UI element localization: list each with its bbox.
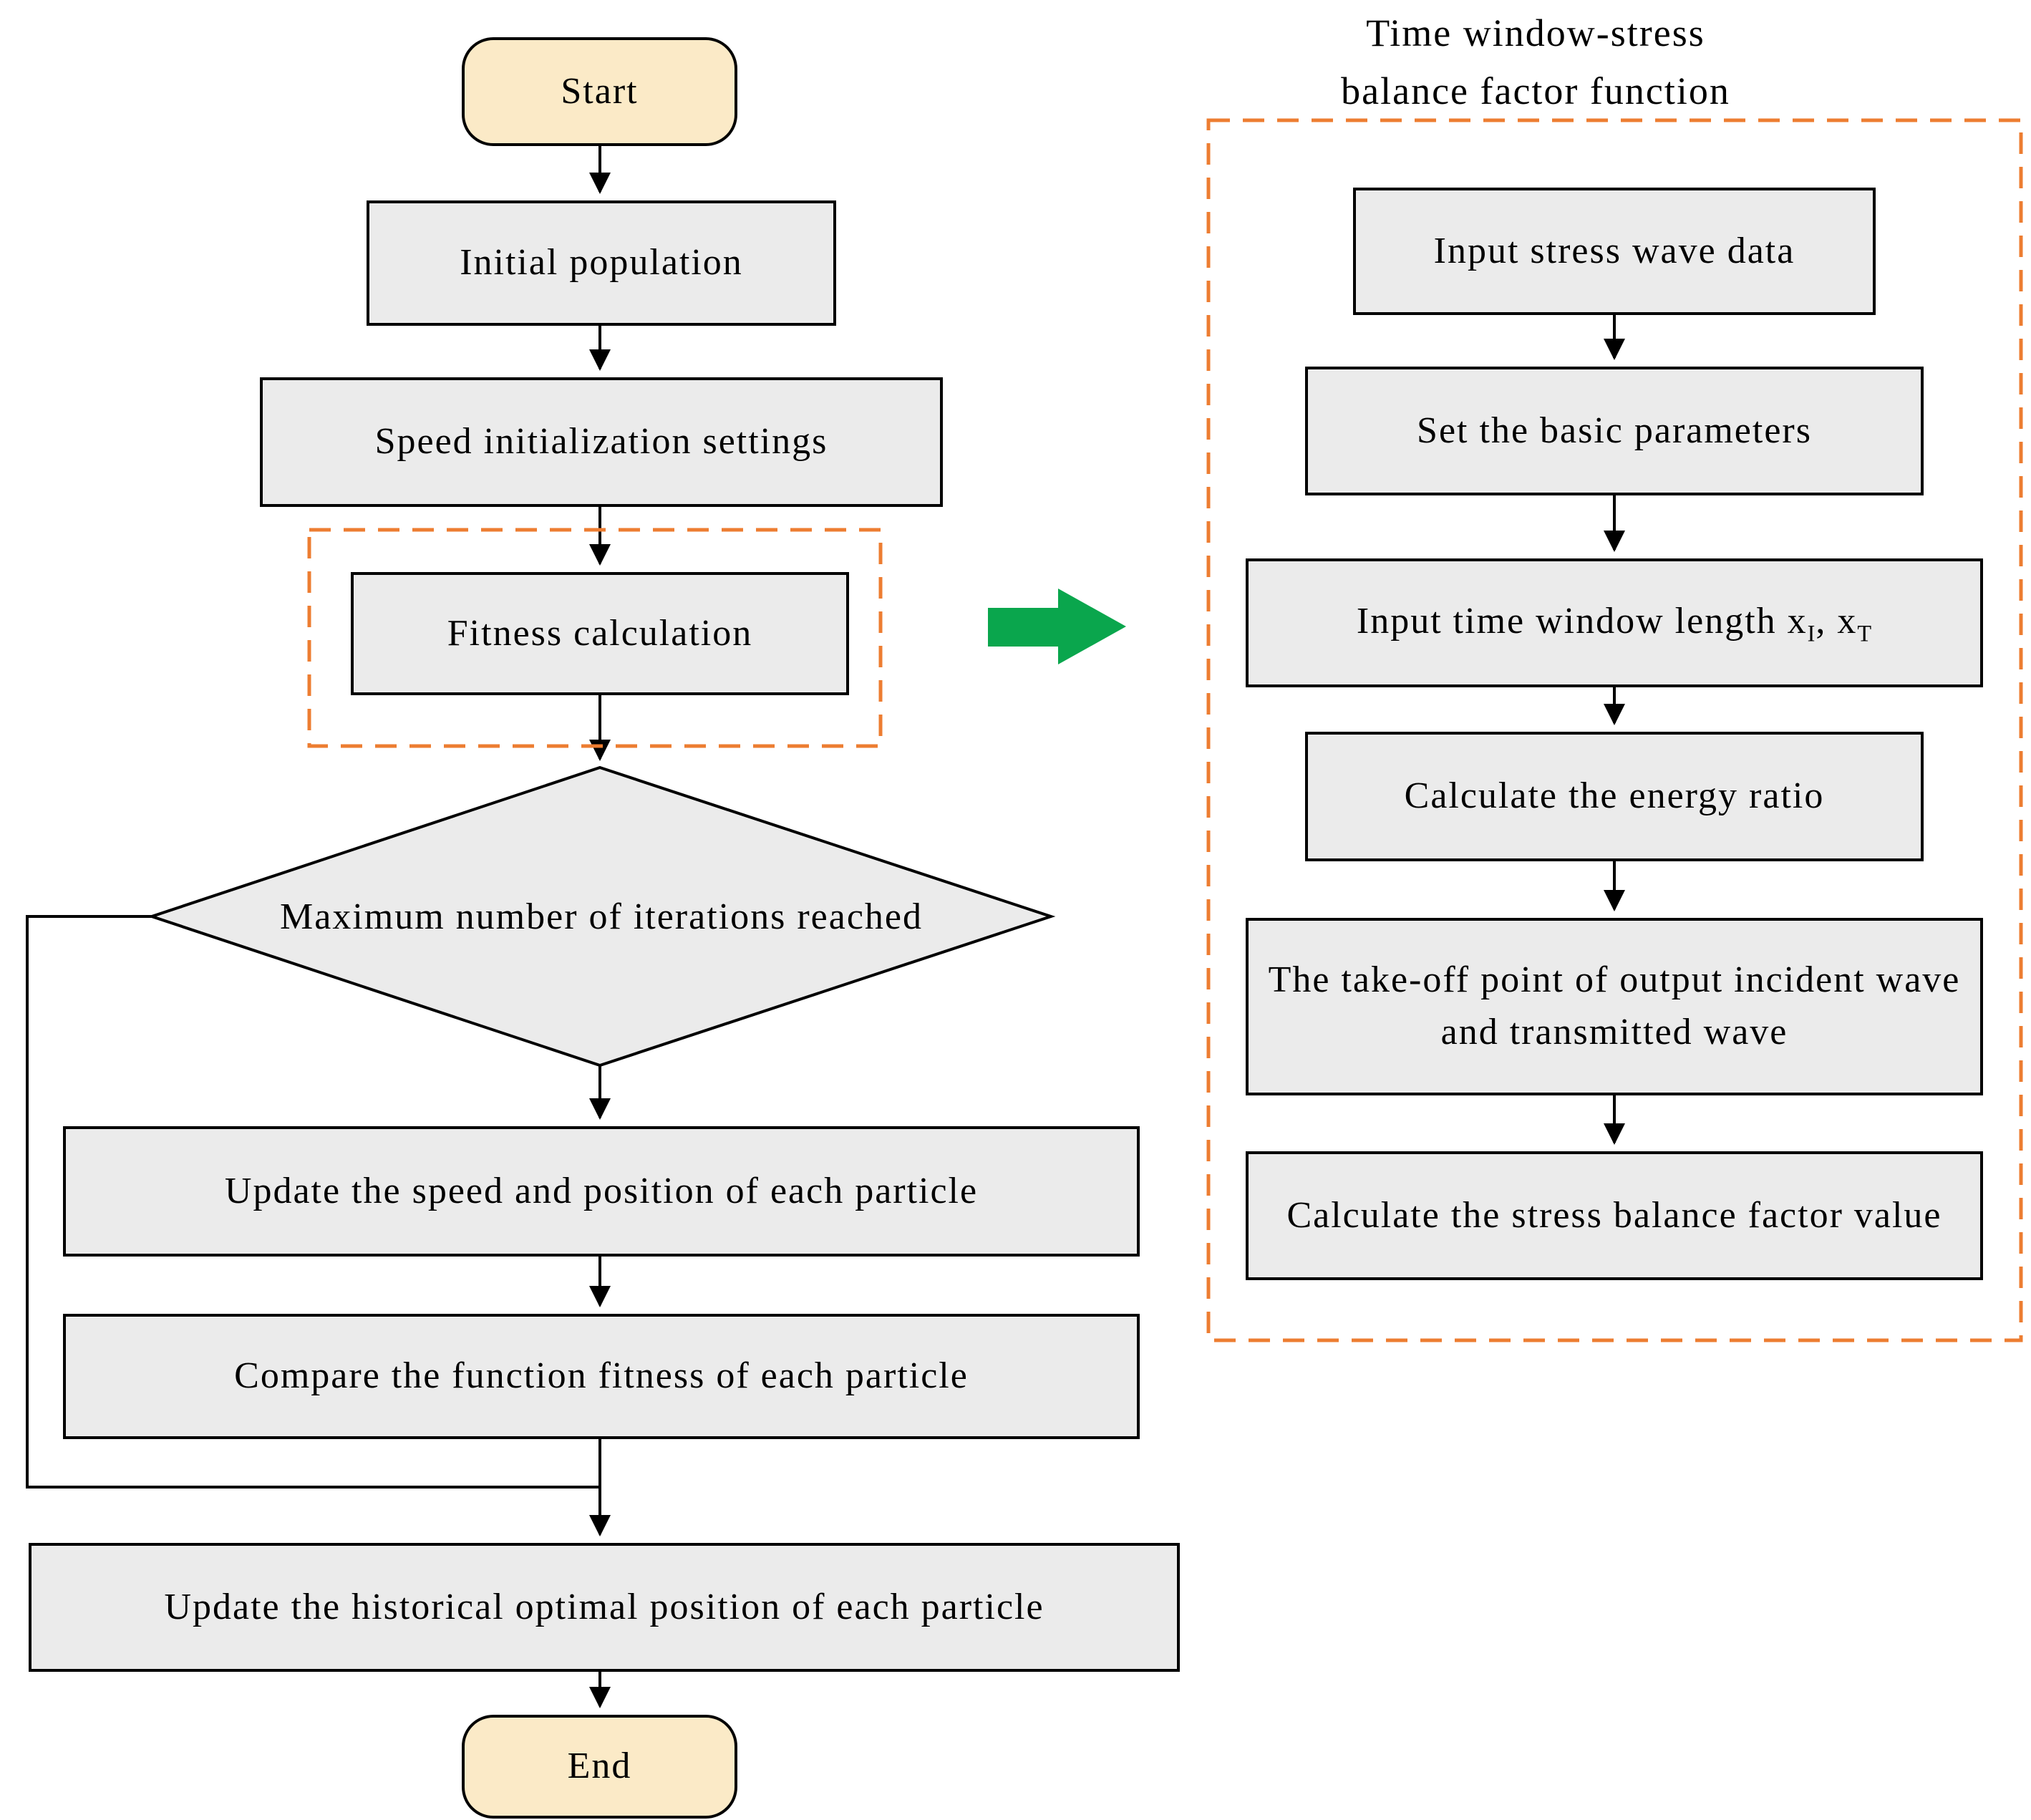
take-off-point-box: The take-off point of output incident wa… xyxy=(1246,918,1983,1095)
end-label: End xyxy=(567,1746,632,1787)
calculate-stress-balance-label: Calculate the stress balance factor valu… xyxy=(1286,1194,1942,1236)
set-basic-parameters-label: Set the basic parameters xyxy=(1417,410,1812,451)
update-speed-position-label: Update the speed and position of each pa… xyxy=(224,1170,979,1211)
end-terminal: End xyxy=(462,1715,737,1819)
loop-connector xyxy=(26,915,600,1489)
speed-initialization-label: Speed initialization settings xyxy=(374,421,828,463)
calculate-energy-ratio-box: Calculate the energy ratio xyxy=(1305,732,1924,861)
input-stress-wave-box: Input stress wave data xyxy=(1353,188,1876,315)
input-time-window-box: Input time window length xI, xT xyxy=(1246,558,1983,687)
compare-fitness-label: Compare the function fitness of each par… xyxy=(234,1355,969,1397)
calculate-energy-ratio-label: Calculate the energy ratio xyxy=(1404,775,1825,817)
fitness-calculation-box: Fitness calculation xyxy=(351,572,849,695)
update-historical-optimal-box: Update the historical optimal position o… xyxy=(29,1543,1180,1672)
calculate-stress-balance-box: Calculate the stress balance factor valu… xyxy=(1246,1151,1983,1280)
take-off-point-label: The take-off point of output incident wa… xyxy=(1268,959,1961,1052)
subflow-title: Time window-stress balance factor functi… xyxy=(1249,9,1822,116)
initial-population-label: Initial population xyxy=(460,242,743,284)
input-stress-wave-label: Input stress wave data xyxy=(1433,230,1795,271)
update-speed-position-box: Update the speed and position of each pa… xyxy=(63,1126,1140,1257)
start-terminal: Start xyxy=(462,37,737,146)
expand-arrow-icon xyxy=(988,589,1126,664)
subscript-incident: I xyxy=(1807,620,1816,647)
start-label: Start xyxy=(561,70,639,112)
speed-initialization-box: Speed initialization settings xyxy=(260,377,943,507)
update-historical-optimal-label: Update the historical optimal position o… xyxy=(164,1586,1044,1627)
input-time-window-label: Input time window length xI, xT xyxy=(1356,601,1873,647)
fitness-highlight-dashed-box xyxy=(307,528,883,748)
subscript-transmitted: T xyxy=(1857,620,1873,647)
fitness-calculation-label: Fitness calculation xyxy=(447,612,753,654)
subflow-title-line1: Time window-stress xyxy=(1366,11,1705,54)
decision-label: Maximum number of iterations reached xyxy=(280,896,923,937)
subflow-title-line2: balance factor function xyxy=(1341,69,1730,112)
initial-population-box: Initial population xyxy=(367,200,836,326)
subflow-dashed-box xyxy=(1206,118,2023,1342)
decision-diamond xyxy=(147,765,1056,1068)
set-basic-parameters-box: Set the basic parameters xyxy=(1305,367,1924,495)
compare-fitness-box: Compare the function fitness of each par… xyxy=(63,1314,1140,1439)
